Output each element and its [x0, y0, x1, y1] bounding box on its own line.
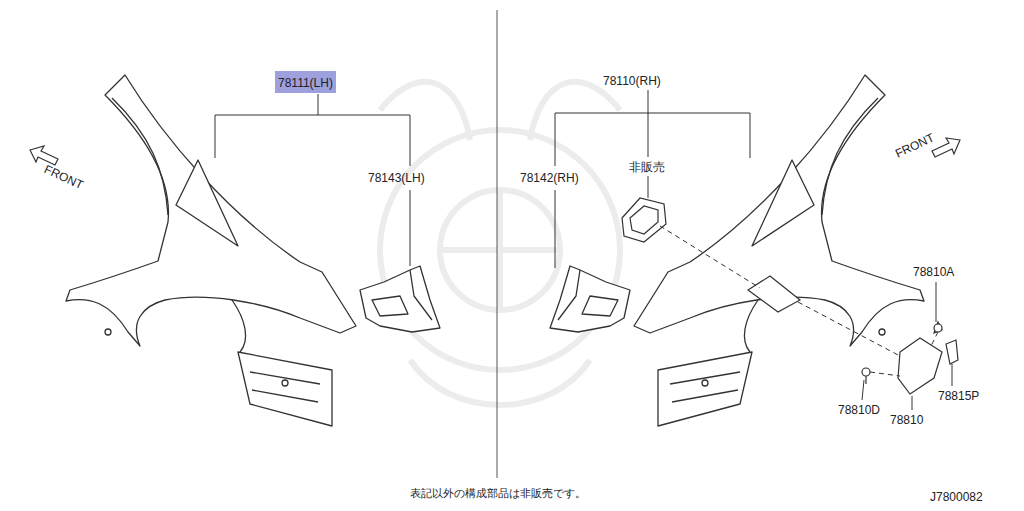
part-number: 78111(LH) [278, 76, 333, 90]
part-number: 78810D [838, 403, 880, 417]
divider-line [497, 10, 498, 478]
fuel-opening [748, 276, 800, 312]
quarter-panel [66, 75, 440, 426]
diagram-code: J7800082 [930, 490, 983, 504]
part-number: 78142(RH) [520, 171, 579, 185]
fuel-lid [862, 322, 958, 394]
part-number: 78110(RH) [603, 74, 661, 88]
part-number: 78810 [890, 413, 923, 427]
part-number: 78810A [913, 265, 954, 279]
note-label: 非販売 [629, 160, 665, 174]
filler-pocket [622, 198, 666, 242]
direction-label: FRONT [42, 162, 85, 192]
part-number: 78143(LH) [368, 171, 425, 185]
footnote: 表記以外の構成部品は非販売です。 [410, 486, 586, 500]
front-arrow [30, 138, 960, 165]
part-number: 78815P [938, 389, 979, 403]
watermark [380, 82, 620, 405]
highlight-box: 78111(LH) [275, 71, 336, 93]
direction-label: FRONT [893, 131, 936, 161]
assembly-line [660, 226, 938, 376]
leader-line [215, 90, 952, 410]
